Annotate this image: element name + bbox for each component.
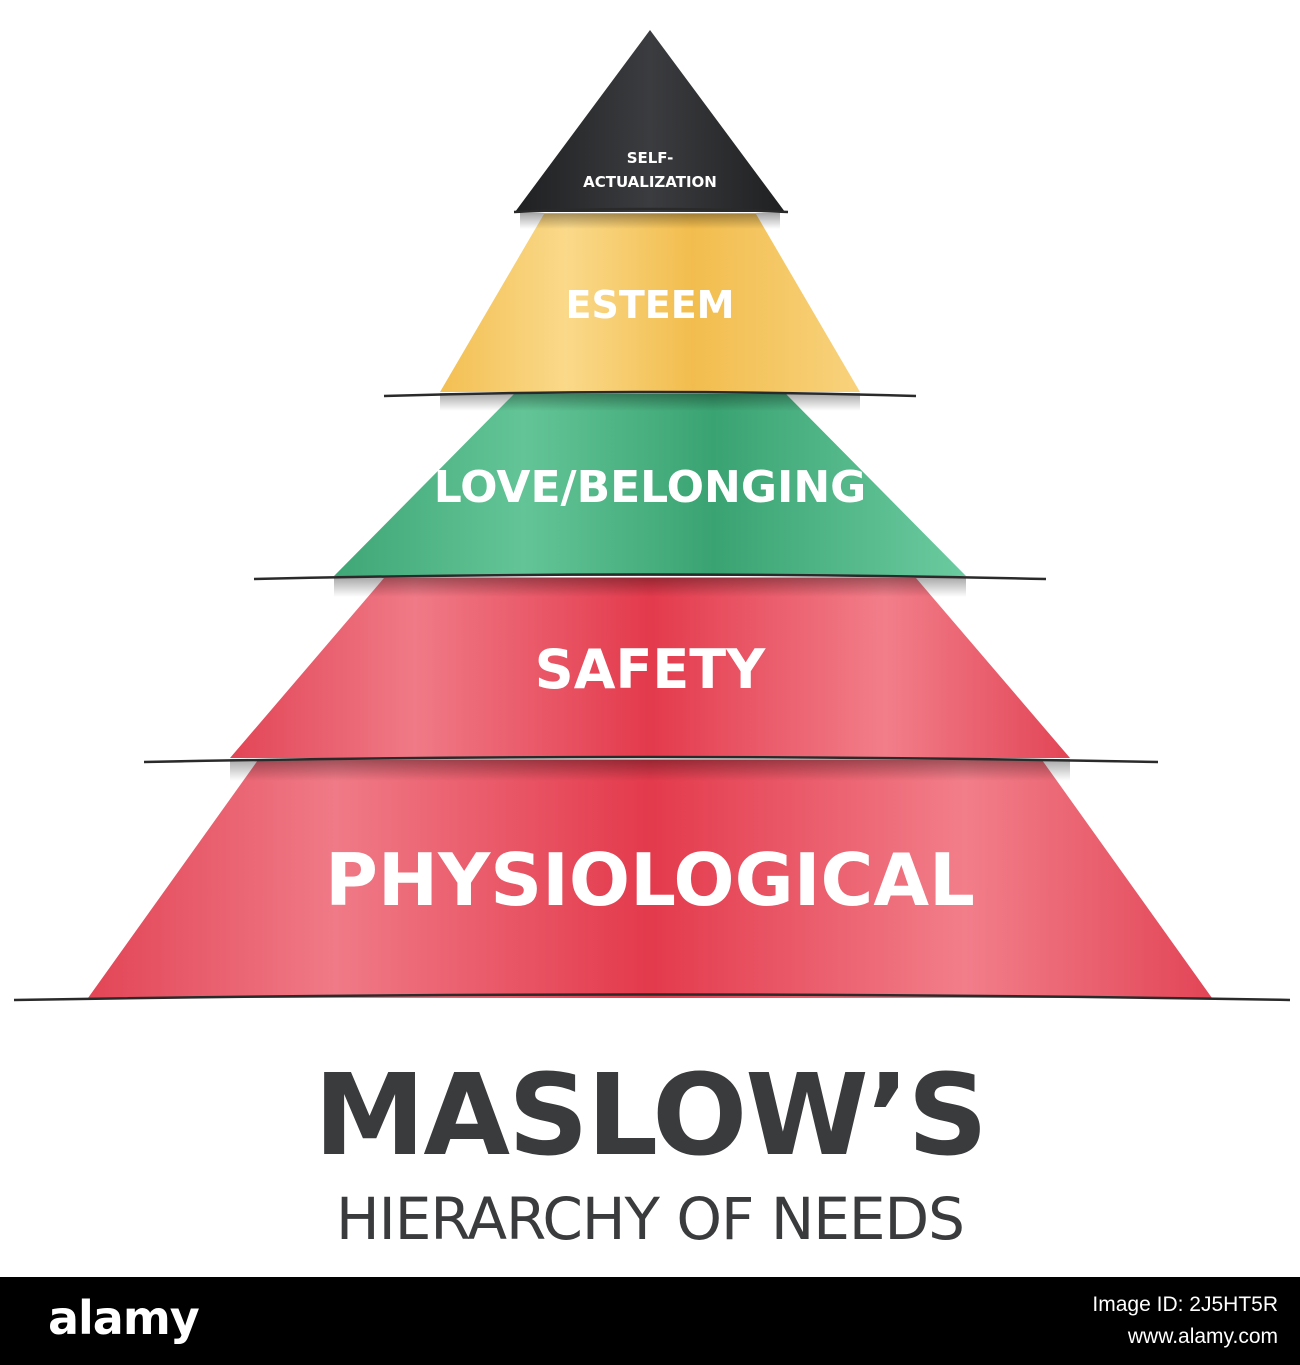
site-url: www.alamy.com (1127, 1325, 1278, 1348)
level-shape-safety (230, 578, 1070, 758)
watermark-footer: alamy Image ID: 2J5HT5R www.alamy.com (0, 1277, 1300, 1365)
footer-info: Image ID: 2J5HT5R www.alamy.com (1092, 1289, 1278, 1353)
level-shape-physiological (88, 760, 1212, 998)
level-shape-self-actualization (515, 30, 785, 212)
brand-logo: alamy (48, 1291, 200, 1345)
level-label-safety: SAFETY (535, 638, 766, 701)
divider-shadow (230, 759, 1070, 781)
level-label-physiological: PHYSIOLOGICAL (325, 838, 975, 922)
divider-line (253, 573, 1047, 581)
level-shape-esteem (440, 214, 860, 392)
divider-line (13, 993, 1291, 1002)
level-label-self-actualization-line1: SELF- (627, 149, 674, 167)
maslow-pyramid: SELF- ACTUALIZATION ESTEEM LOVE/BELONGIN… (13, 30, 1291, 1002)
title-subtitle: HIERARCHY OF NEEDS (336, 1185, 965, 1253)
level-label-self-actualization-line2: ACTUALIZATION (583, 173, 717, 191)
divider-shadow (520, 213, 780, 229)
divider-shadow (440, 393, 860, 411)
level-label-esteem: ESTEEM (566, 283, 735, 327)
divider-line (513, 207, 789, 214)
level-label-love-belonging: LOVE/BELONGING (434, 462, 867, 513)
divider-line (143, 755, 1159, 764)
image-id-text: Image ID: 2J5HT5R (1092, 1293, 1278, 1316)
divider-line (383, 390, 917, 398)
divider-shadow (334, 577, 966, 597)
level-shape-love-belonging (334, 394, 966, 576)
title-main: MASLOW’S (313, 1051, 988, 1181)
